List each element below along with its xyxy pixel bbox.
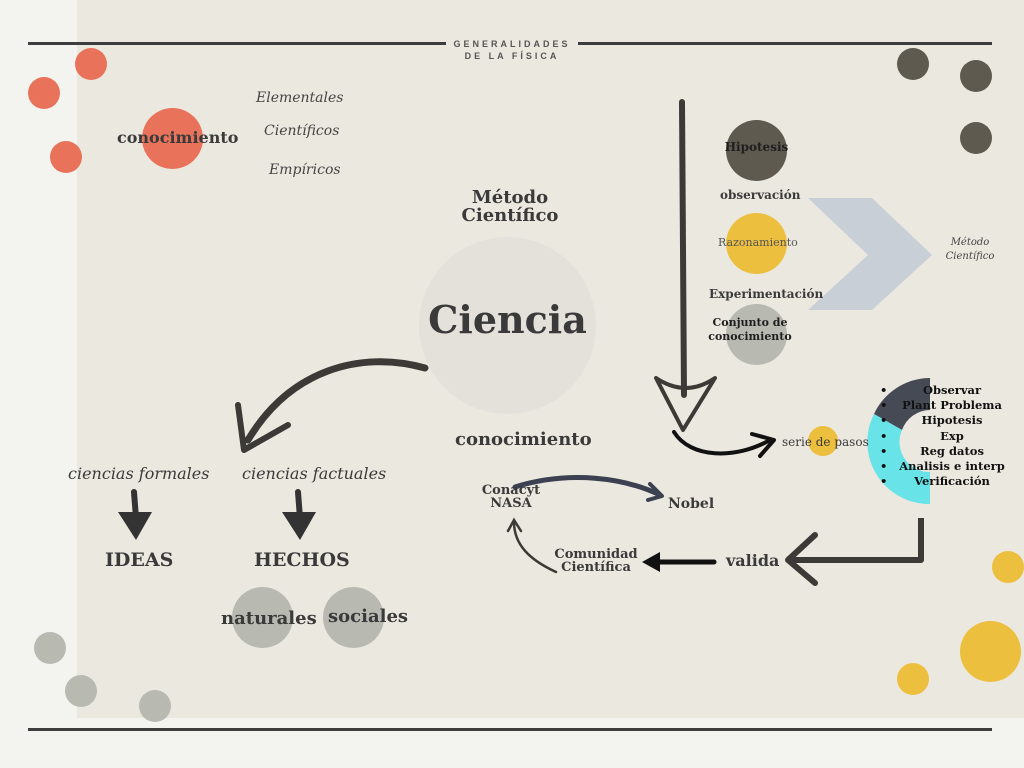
decor-gray-dot xyxy=(34,632,66,664)
nobel-arrow-icon xyxy=(512,475,663,498)
decor-gray-dot xyxy=(65,675,97,707)
decor-yellow-dot xyxy=(897,663,929,695)
chevron-arrow-icon xyxy=(808,198,932,310)
curved-arrow-steps-icon xyxy=(672,430,772,456)
ciencia-circle xyxy=(419,237,596,414)
conacyt-label-line1: Conacyt xyxy=(481,483,541,498)
knowledge-type-elementales: Elementales xyxy=(256,90,344,106)
header-title: GENERALIDADES DE LA FÍSICA xyxy=(446,38,578,62)
step-item: •Observar xyxy=(880,383,982,397)
comunidad-label: Comunidad Científica xyxy=(550,548,642,574)
decor-yellow-dot xyxy=(992,551,1024,583)
steps-ring-cyan xyxy=(867,414,930,505)
step-item: •Reg datos xyxy=(880,443,984,458)
hipotesis-circle xyxy=(726,120,787,181)
decor-dark-dot xyxy=(897,48,929,80)
hechos-label: HECHOS xyxy=(254,549,350,571)
down-arrow-hechos-icon xyxy=(282,489,316,540)
step-item: •Exp xyxy=(880,428,964,443)
decor-coral-dot xyxy=(75,48,107,80)
method-title-line1: Método xyxy=(471,187,549,208)
chevron-label-line1: Método xyxy=(950,237,990,248)
conjunto-label: Conjunto de conocimiento xyxy=(701,316,799,344)
knowledge-label: conocimiento xyxy=(117,128,239,147)
down-arrow-ideas-icon xyxy=(118,489,152,540)
vertical-arrow-head-icon xyxy=(654,376,717,432)
footer-rule xyxy=(28,728,992,731)
curved-arrow-left-icon xyxy=(244,358,429,444)
step-item: •Hipotesis xyxy=(880,413,983,428)
valida-label: valida xyxy=(726,551,780,570)
conacyt-label: Conacyt NASA xyxy=(476,484,546,510)
hipotesis-label: Hipotesis xyxy=(724,140,789,154)
conjunto-label-line1: Conjunto de xyxy=(712,316,788,329)
curved-arrow-steps-head-icon xyxy=(750,432,776,458)
valida-arrow-head-icon xyxy=(785,532,818,586)
chevron-label: Método Científico xyxy=(934,236,1006,264)
header-rule-left xyxy=(28,42,446,45)
curved-arrow-left-head-icon xyxy=(235,402,291,453)
serie-dot xyxy=(808,426,838,456)
experimentacion-label: Experimentación xyxy=(709,287,824,301)
header-rule-right xyxy=(578,42,992,45)
header-title-line2: DE LA FÍSICA xyxy=(464,51,560,61)
comunidad-label-line2: Científica xyxy=(561,560,631,575)
decor-coral-dot xyxy=(28,77,60,109)
nobel-label: Nobel xyxy=(668,496,715,512)
sociales-circle xyxy=(323,587,384,648)
comunidad-label-line1: Comunidad xyxy=(554,547,638,562)
nasa-label: NASA xyxy=(490,496,532,511)
razonamiento-circle xyxy=(726,213,787,274)
chevron-label-line2: Científico xyxy=(945,251,995,262)
naturales-label: naturales xyxy=(221,608,317,629)
comunidad-arrow-head-icon xyxy=(642,552,660,572)
step-item: •Analisis e interp xyxy=(880,459,1005,474)
decor-dark-dot xyxy=(960,122,992,154)
serie-de-pasos-label: serie de pasos xyxy=(782,435,869,449)
ciencias-factuales-label: ciencias factuales xyxy=(242,464,387,483)
knowledge-circle xyxy=(142,108,203,169)
steps-ring-dark xyxy=(874,378,930,430)
method-title-line2: Científico xyxy=(461,205,559,226)
conjunto-circle xyxy=(726,304,787,365)
razonamiento-label: Razonamiento xyxy=(718,236,798,249)
conjunto-label-line2: conocimiento xyxy=(708,330,792,343)
naturales-circle xyxy=(232,587,293,648)
step-item: •Plant Problema xyxy=(880,398,1002,413)
ciencia-label: Ciencia xyxy=(428,297,587,342)
ciencias-formales-label: ciencias formales xyxy=(68,464,210,483)
knowledge-type-empiricos: Empíricos xyxy=(269,162,341,178)
steps-list: •Observar •Plant Problema •Hipotesis •Ex… xyxy=(880,383,1010,489)
ideas-label: IDEAS xyxy=(105,549,174,571)
step-item: •Verificación xyxy=(880,474,990,489)
knowledge-type-cientificos: Científicos xyxy=(264,123,340,139)
decor-yellow-dot-large xyxy=(960,621,1021,682)
decor-gray-dot xyxy=(139,690,171,722)
nobel-arrow-head-icon xyxy=(646,482,664,502)
conacyt-arrow-icon xyxy=(512,520,558,574)
valida-elbow-arrow-icon xyxy=(792,518,924,563)
decor-dark-dot xyxy=(960,60,992,92)
core-conocimiento-label: conocimiento xyxy=(455,429,592,450)
observacion-label: observación xyxy=(720,188,801,202)
sociales-label: sociales xyxy=(328,606,409,627)
vertical-arrow-icon xyxy=(679,99,687,398)
decor-coral-dot xyxy=(50,141,82,173)
method-title: Método Científico xyxy=(440,189,580,225)
header-title-line1: GENERALIDADES xyxy=(453,39,571,49)
conacyt-arrow-head-icon xyxy=(506,517,523,533)
